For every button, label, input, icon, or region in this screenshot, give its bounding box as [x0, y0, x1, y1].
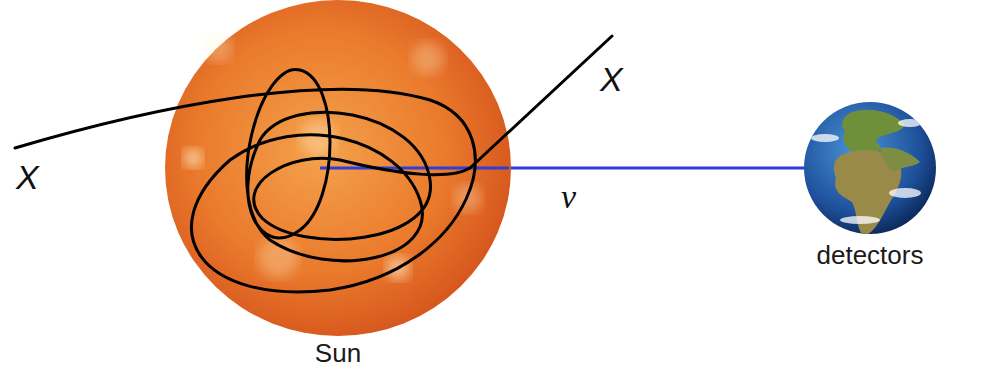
sun-shape — [163, 0, 513, 336]
cloud — [889, 188, 921, 198]
cloud — [811, 134, 839, 142]
neutrino-symbol: ν — [559, 180, 578, 214]
europe-landmass — [842, 110, 905, 155]
earth-continents — [811, 110, 922, 236]
cloud — [840, 216, 880, 224]
cloud — [898, 119, 922, 127]
node-label: Sun — [163, 338, 513, 369]
neutrino-path — [509, 167, 806, 170]
sun-spot — [412, 42, 444, 74]
sun-spot — [204, 34, 232, 62]
asia-landmass — [880, 148, 920, 172]
sun-spot — [183, 148, 203, 168]
sun-spot — [386, 256, 410, 280]
earth-shape — [795, 100, 945, 236]
particle-label: X — [600, 62, 623, 96]
sun-node: Sun — [163, 0, 513, 372]
sun-spot — [454, 184, 482, 212]
earth-node: detectors — [795, 100, 945, 274]
particle-label: X — [16, 160, 39, 194]
sun-disk — [165, 0, 511, 336]
sun-spot — [258, 238, 298, 278]
sun-spot — [300, 120, 336, 156]
node-label: detectors — [795, 240, 945, 271]
